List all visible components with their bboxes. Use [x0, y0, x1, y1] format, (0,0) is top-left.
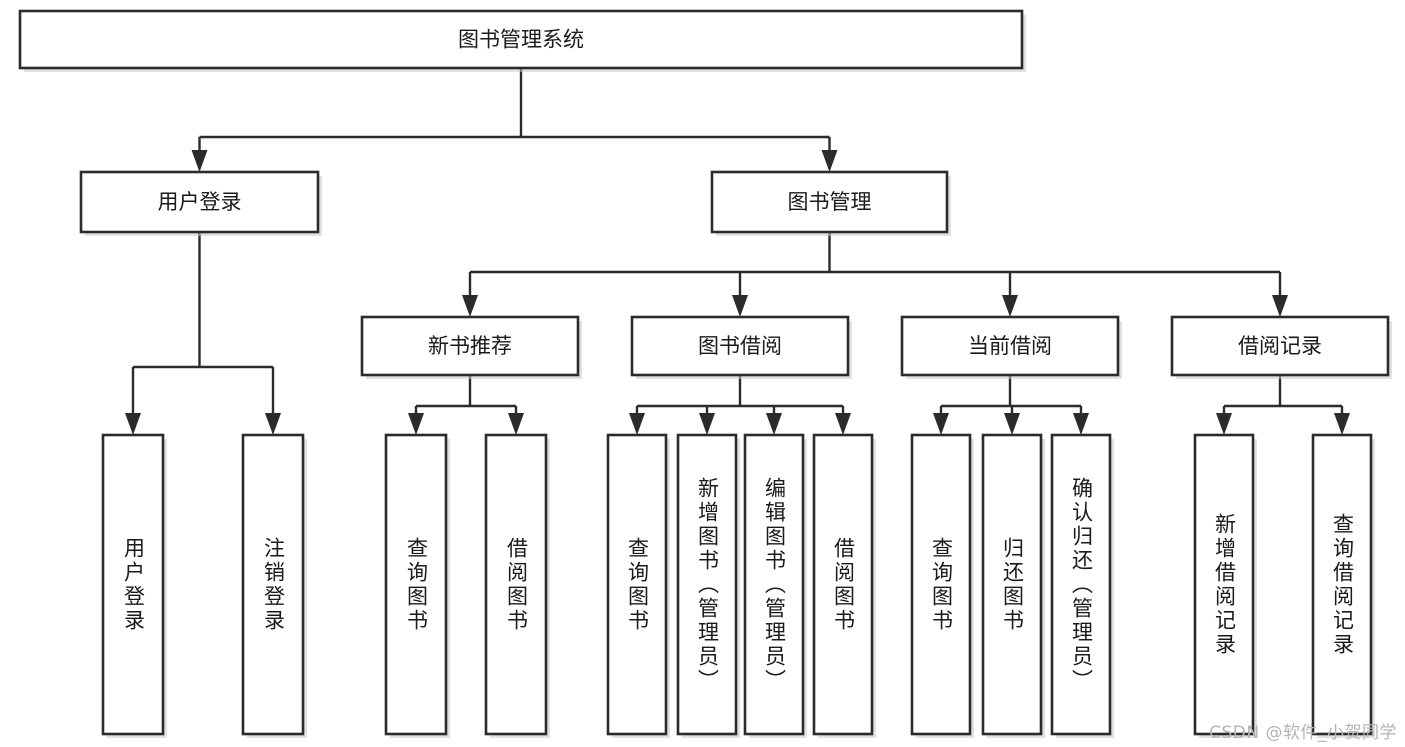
node-user-login[interactable]	[79, 170, 322, 236]
node-leaf-add-borrow-record[interactable]	[1193, 433, 1257, 738]
node-label-user-login: 用户登录	[158, 190, 242, 214]
node-leaf-add-book-admin[interactable]	[676, 433, 740, 738]
arrow-head-icon	[766, 413, 782, 435]
node-book-management[interactable]	[710, 170, 951, 236]
node-leaf-borrow-book-recommend[interactable]	[484, 433, 550, 738]
node-new-book-recommend[interactable]	[360, 315, 582, 379]
node-label-borrow-record: 借阅记录	[1238, 334, 1322, 358]
node-label-book-borrow: 图书借阅	[698, 334, 782, 358]
node-leaf-query-borrow-record[interactable]	[1311, 433, 1375, 738]
node-label-new-book-recommend: 新书推荐	[428, 334, 512, 358]
node-label-current-borrow: 当前借阅	[968, 334, 1052, 358]
arrow-head-icon	[1272, 295, 1288, 317]
arrow-head-icon	[732, 295, 748, 317]
edges-layer	[125, 68, 1350, 435]
node-label-root: 图书管理系统	[458, 28, 584, 52]
node-leaf-query-book-recommend[interactable]	[384, 433, 450, 738]
node-leaf-edit-book-admin[interactable]	[743, 433, 807, 738]
node-label-book-management: 图书管理	[788, 190, 872, 214]
arrow-head-icon	[408, 413, 424, 435]
arrow-head-icon	[1004, 413, 1020, 435]
arrow-head-icon	[629, 413, 645, 435]
node-leaf-logout[interactable]	[241, 433, 307, 738]
node-leaf-query-book-current[interactable]	[910, 433, 974, 738]
node-book-borrow[interactable]	[630, 315, 852, 379]
arrow-head-icon	[125, 413, 141, 435]
arrow-head-icon	[265, 413, 281, 435]
arrow-head-icon	[1073, 413, 1089, 435]
arrow-head-icon	[508, 413, 524, 435]
arrow-head-icon	[191, 150, 208, 172]
watermark-text: CSDN @软件_小贺同学	[1209, 723, 1397, 743]
arrow-head-icon	[1216, 413, 1232, 435]
node-leaf-confirm-return-admin[interactable]	[1050, 433, 1114, 738]
arrow-head-icon	[1002, 295, 1018, 317]
node-leaf-query-book-borrow[interactable]	[606, 433, 670, 738]
node-root[interactable]	[18, 9, 1026, 72]
arrow-head-icon	[1334, 413, 1350, 435]
arrow-head-icon	[462, 295, 478, 317]
node-borrow-record[interactable]	[1170, 315, 1392, 379]
node-leaf-borrow-book[interactable]	[812, 433, 876, 738]
arrow-head-icon	[835, 413, 851, 435]
node-leaf-user-login[interactable]	[101, 433, 167, 738]
arrow-head-icon	[821, 150, 838, 172]
arrow-head-icon	[699, 413, 715, 435]
node-leaf-return-book[interactable]	[981, 433, 1045, 738]
node-current-borrow[interactable]	[900, 315, 1122, 379]
arrow-head-icon	[933, 413, 949, 435]
